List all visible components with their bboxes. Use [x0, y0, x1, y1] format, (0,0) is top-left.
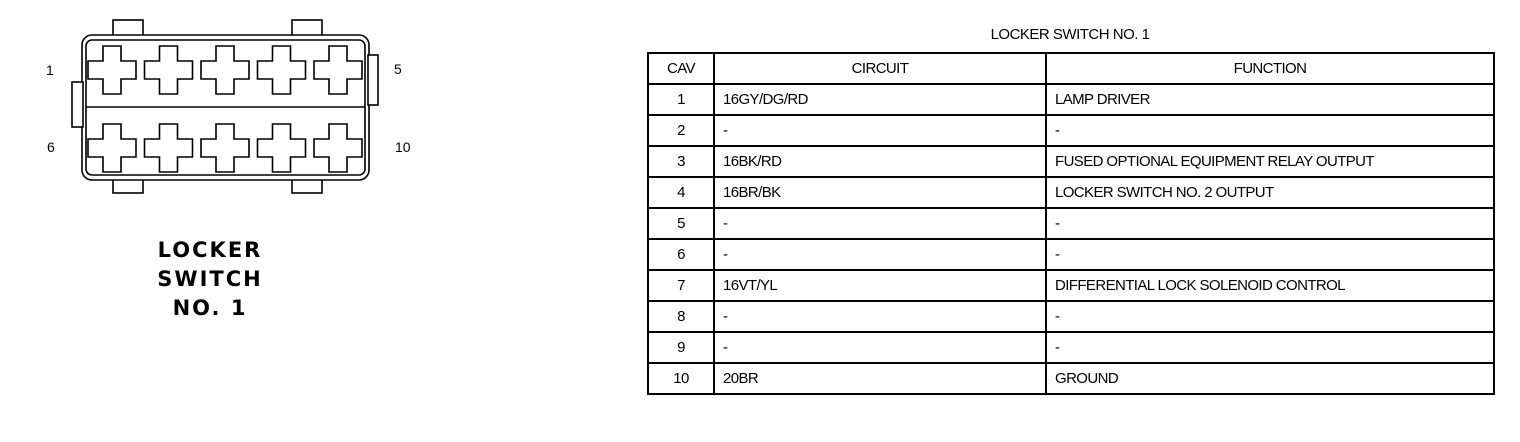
cell-cav: 2: [647, 114, 715, 147]
cavity-3: [200, 45, 250, 95]
cell-cav: 9: [647, 331, 715, 364]
cell-circuit: 20BR: [713, 362, 1047, 395]
cell-circuit: 16BR/BK: [713, 176, 1047, 209]
table-row: 8 - -: [647, 300, 1495, 333]
header-cav: CAV: [647, 52, 715, 85]
table-row: 10 20BR GROUND: [647, 362, 1495, 395]
connector-name: LOCKER SWITCH NO. 1: [120, 236, 300, 323]
cell-circuit: -: [713, 331, 1047, 364]
cell-function: LOCKER SWITCH NO. 2 OUTPUT: [1045, 176, 1495, 209]
table-row: 7 16VT/YL DIFFERENTIAL LOCK SOLENOID CON…: [647, 269, 1495, 302]
cell-function: -: [1045, 300, 1495, 333]
connector-name-line: SWITCH: [157, 267, 263, 291]
cell-function: -: [1045, 207, 1495, 240]
cell-circuit: 16BK/RD: [713, 145, 1047, 178]
cavity-9: [256, 123, 307, 173]
cavity-5: [313, 45, 363, 95]
cavity-8: [200, 123, 250, 173]
cell-circuit: 16VT/YL: [713, 269, 1047, 302]
cell-cav: 4: [647, 176, 715, 209]
cell-cav: 8: [647, 300, 715, 333]
cell-function: DIFFERENTIAL LOCK SOLENOID CONTROL: [1045, 269, 1495, 302]
cavity-6: [87, 123, 137, 173]
cavity-10: [313, 123, 363, 173]
cell-circuit: -: [713, 238, 1047, 271]
pin-label-5: 5: [394, 61, 402, 77]
table-row: 5 - -: [647, 207, 1495, 240]
cell-function: -: [1045, 331, 1495, 364]
cell-cav: 6: [647, 238, 715, 271]
table-title: LOCKER SWITCH NO. 1: [990, 26, 1150, 43]
cavity-4: [256, 45, 307, 95]
header-circuit: CIRCUIT: [713, 52, 1047, 85]
header-function: FUNCTION: [1045, 52, 1495, 85]
pin-label-6: 6: [47, 139, 55, 155]
cell-function: -: [1045, 238, 1495, 271]
table-row: 4 16BR/BK LOCKER SWITCH NO. 2 OUTPUT: [647, 176, 1495, 209]
table-header-row: CAV CIRCUIT FUNCTION: [647, 52, 1495, 85]
cell-function: GROUND: [1045, 362, 1495, 395]
cell-circuit: 16GY/DG/RD: [713, 83, 1047, 116]
table-row: 9 - -: [647, 331, 1495, 364]
cell-function: FUSED OPTIONAL EQUIPMENT RELAY OUTPUT: [1045, 145, 1495, 178]
connector-name-line: LOCKER: [157, 238, 263, 262]
cell-circuit: -: [713, 300, 1047, 333]
table-row: 2 - -: [647, 114, 1495, 147]
cavity-7: [143, 123, 194, 173]
pin-label-1: 1: [46, 62, 54, 78]
side-key-left: [71, 81, 84, 128]
connector-diagram: 1 5 6 10: [46, 19, 411, 194]
table-row: 1 16GY/DG/RD LAMP DRIVER: [647, 83, 1495, 116]
top-latch-left: [112, 19, 144, 37]
cell-function: LAMP DRIVER: [1045, 83, 1495, 116]
cell-cav: 5: [647, 207, 715, 240]
cell-function: -: [1045, 114, 1495, 147]
cavity-table: CAV CIRCUIT FUNCTION 1 16GY/DG/RD LAMP D…: [647, 52, 1495, 395]
connector-name-line: NO. 1: [172, 296, 248, 320]
pin-label-10: 10: [395, 139, 411, 155]
table-row: 6 - -: [647, 238, 1495, 271]
side-key-right: [367, 54, 379, 106]
cell-cav: 7: [647, 269, 715, 302]
cell-cav: 10: [647, 362, 715, 395]
cavity-2: [143, 45, 194, 95]
cell-circuit: -: [713, 207, 1047, 240]
cell-cav: 1: [647, 83, 715, 116]
cell-cav: 3: [647, 145, 715, 178]
cavity-1: [87, 45, 137, 95]
table-row: 3 16BK/RD FUSED OPTIONAL EQUIPMENT RELAY…: [647, 145, 1495, 178]
cavity-group: [87, 45, 363, 173]
top-latch-right: [291, 19, 323, 37]
cell-circuit: -: [713, 114, 1047, 147]
